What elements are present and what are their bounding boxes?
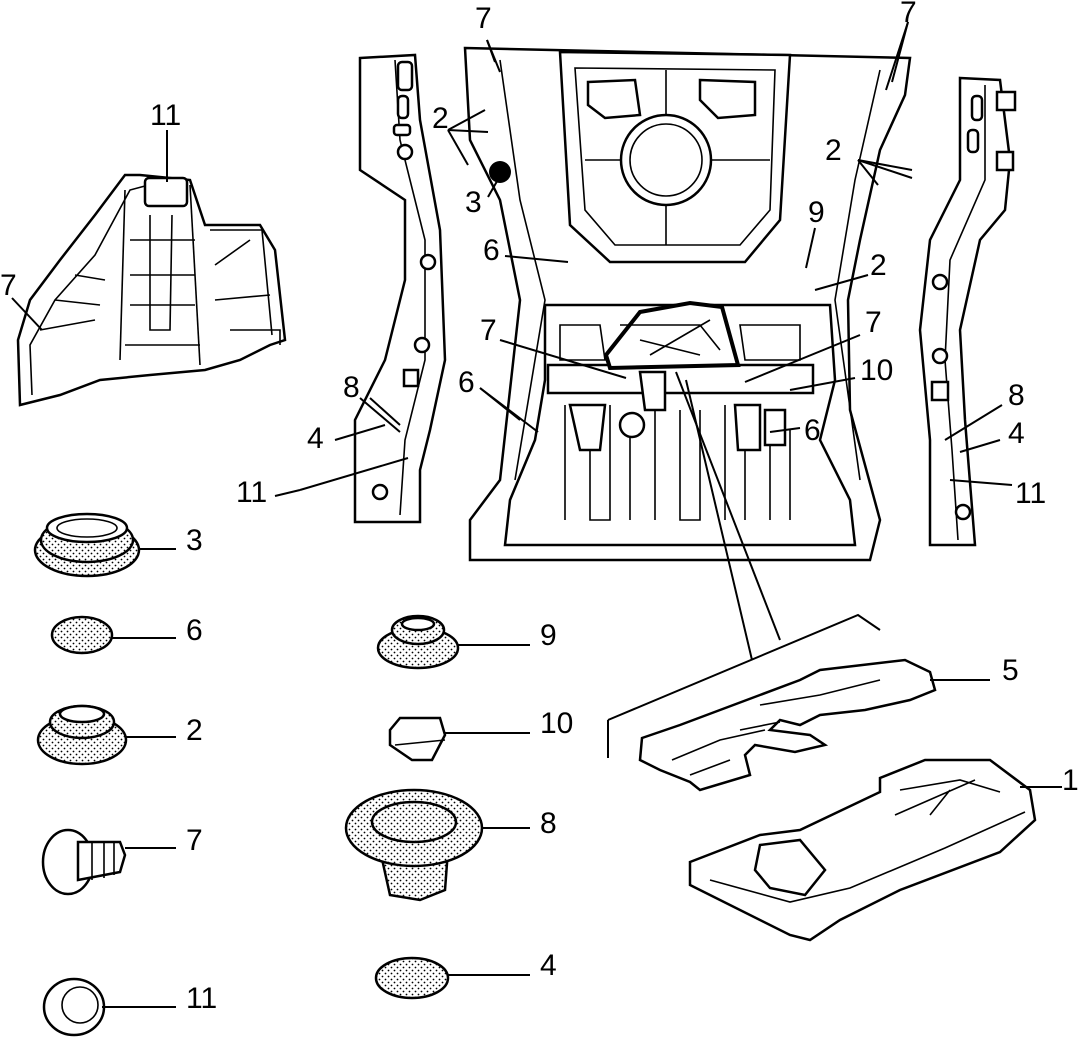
callout-10-legend: 10 (540, 707, 573, 740)
callout-11-left: 11 (236, 476, 267, 509)
callout-2-upper-right: 2 (825, 134, 842, 167)
callout-5-pad: 5 (1002, 654, 1019, 687)
callout-2-mid-right: 2 (870, 249, 887, 282)
callout-7-legend: 7 (186, 824, 203, 857)
part-plug-6 (50, 615, 176, 655)
callout-9-floor: 9 (808, 196, 825, 229)
callout-8-right: 8 (1008, 379, 1025, 412)
callout-1-pad: 1 (1062, 764, 1079, 797)
part-grommet-3 (33, 512, 176, 578)
part-plug-4 (374, 956, 530, 1000)
callout-7-assembly: 7 (0, 269, 17, 302)
callout-8-left: 8 (343, 371, 360, 404)
floor-pan (353, 46, 1017, 562)
part-plug-8 (344, 788, 530, 902)
callout-7-mid-left: 7 (480, 314, 497, 347)
callout-7-mid-right: 7 (865, 306, 882, 339)
callout-8-legend: 8 (540, 807, 557, 840)
callout-4-legend: 4 (540, 949, 557, 982)
callout-6-upper: 6 (483, 234, 500, 267)
callout-2-upper-left: 2 (432, 102, 449, 135)
callout-4-left: 4 (307, 422, 324, 455)
part-clip-7 (41, 828, 176, 896)
part-grommet-2 (36, 704, 176, 766)
leader-lines (274, 21, 1013, 497)
callout-7-top-right: 7 (900, 0, 917, 29)
part-clip-10 (388, 716, 530, 762)
insulation-pads (607, 371, 1062, 942)
callout-4-right: 4 (1008, 417, 1025, 450)
callout-7-top-left: 7 (475, 2, 492, 35)
callout-6-legend: 6 (186, 614, 203, 647)
callout-2-legend: 2 (186, 714, 203, 747)
callout-3-legend: 3 (186, 524, 203, 557)
callout-10-floor: 10 (860, 354, 893, 387)
callout-6-left: 6 (458, 366, 475, 399)
callout-11-right: 11 (1015, 477, 1046, 510)
callout-6-center: 6 (804, 414, 821, 447)
callout-3-floor: 3 (465, 186, 482, 219)
callout-11-assembly: 11 (150, 99, 181, 132)
part-grommet-9 (376, 614, 530, 670)
part-cap-11 (42, 977, 176, 1037)
callout-9-legend: 9 (540, 619, 557, 652)
callout-11-legend: 11 (186, 982, 217, 1015)
callout-labels: 11 7 7 7 2 2 3 9 6 2 7 7 6 10 6 8 4 11 8… (0, 0, 1079, 1015)
wheel-arch-assembly (16, 173, 287, 407)
